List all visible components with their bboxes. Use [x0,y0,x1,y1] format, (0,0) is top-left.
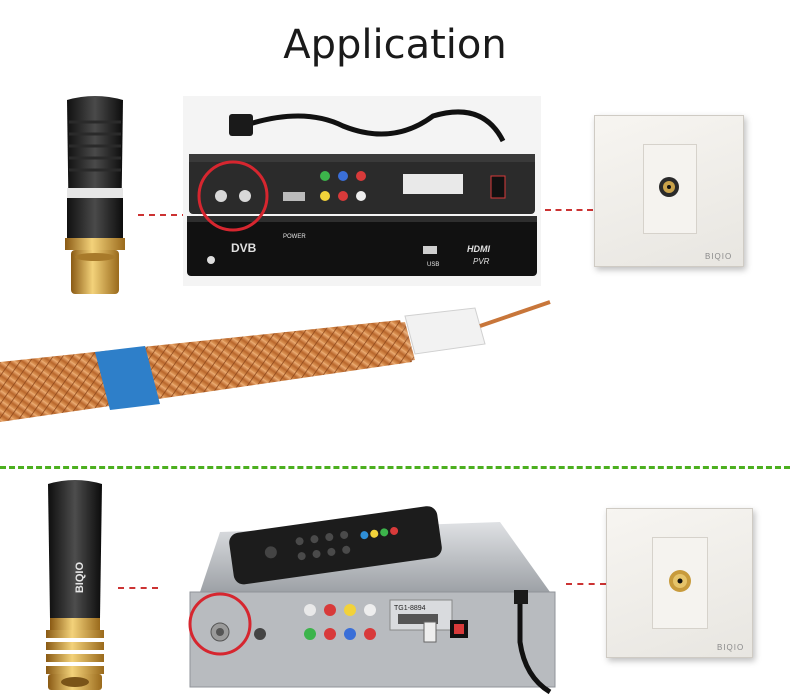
dvb-logo: DVB [231,241,257,255]
pvr-logo: PVR [473,257,490,266]
f-connector-image [46,480,104,690]
coax-cable-image [0,300,551,422]
wallplate-pointer-line [545,209,593,211]
receiver-model-label: TG1-8894 [394,605,426,612]
receiver-with-remote-image: TG1-8894 [188,506,556,695]
wall-socket-plate: BIQIO [594,115,744,267]
f-connector-pointer-line [118,587,158,589]
connector-pointer-line [138,214,188,216]
f-port-highlight [188,592,252,656]
set-top-box-image: DVB POWER USB HDMI PVR [183,96,541,286]
coax-socket-icon [659,177,679,197]
power-label: POWER [283,234,306,240]
f-wallplate-pointer-line [566,583,606,585]
f-socket-icon [669,570,691,592]
usb-label: USB [427,262,439,268]
f-wallplate-brand: BIQIO [717,643,745,652]
hdmi-logo: HDMI [467,244,490,254]
antenna-port-highlight [197,160,269,232]
page-title: Application [283,22,507,68]
tv-connector-male-image [65,96,125,294]
section-divider [0,466,790,469]
connector-brand: BIQIO [74,562,86,594]
f-wall-socket-plate: BIQIO [606,508,753,658]
wallplate-brand: BIQIO [705,252,733,261]
